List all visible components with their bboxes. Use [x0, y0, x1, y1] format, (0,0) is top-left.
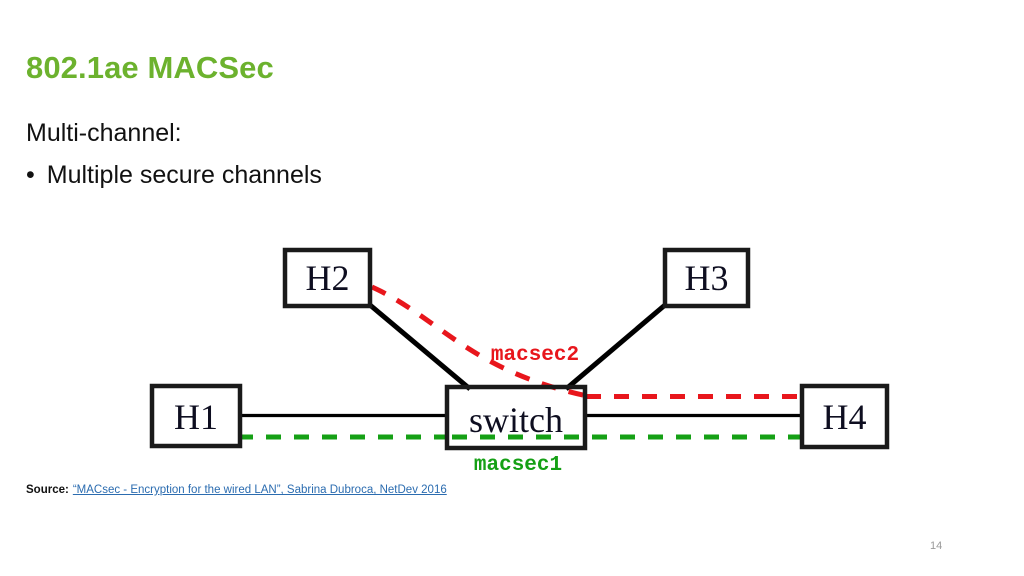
channel-label-macsec1: macsec1	[474, 454, 562, 477]
node-label-h3: H3	[685, 258, 729, 298]
node-label-h4: H4	[823, 397, 867, 437]
page-number: 14	[930, 540, 943, 552]
link-h3-switch	[564, 303, 667, 391]
bullet-point-icon: •	[26, 161, 35, 189]
page-title: 802.1ae MACSec	[26, 50, 274, 85]
node-box-h3	[662, 247, 751, 309]
body-heading: Multi-channel:	[26, 119, 182, 147]
node-label-switch: switch	[469, 400, 563, 440]
channel-label-macsec2: macsec2	[491, 344, 579, 367]
diagram-nodes: H2 H3 H1 H4 switch	[149, 247, 890, 451]
macsec2-path-h2-switch	[370, 284, 593, 400]
bullet-item-label: Multiple secure channels	[46, 161, 322, 189]
source-citation: Source: “MACsec - Encryption for the wir…	[26, 484, 447, 496]
node-box-h2	[282, 247, 373, 309]
diagram-links	[240, 303, 802, 418]
source-link[interactable]: “MACsec - Encryption for the wired LAN”,…	[72, 484, 447, 496]
node-box-h1	[149, 383, 243, 449]
node-label-h2: H2	[306, 258, 350, 298]
node-box-h4	[799, 383, 890, 450]
node-box-switch	[444, 384, 588, 451]
bullet-list-item: • Multiple secure channels	[26, 161, 322, 190]
node-label-h1: H1	[174, 397, 218, 437]
channel-macsec2	[370, 284, 802, 400]
source-label: Source:	[26, 484, 69, 496]
link-h2-switch	[368, 303, 472, 391]
